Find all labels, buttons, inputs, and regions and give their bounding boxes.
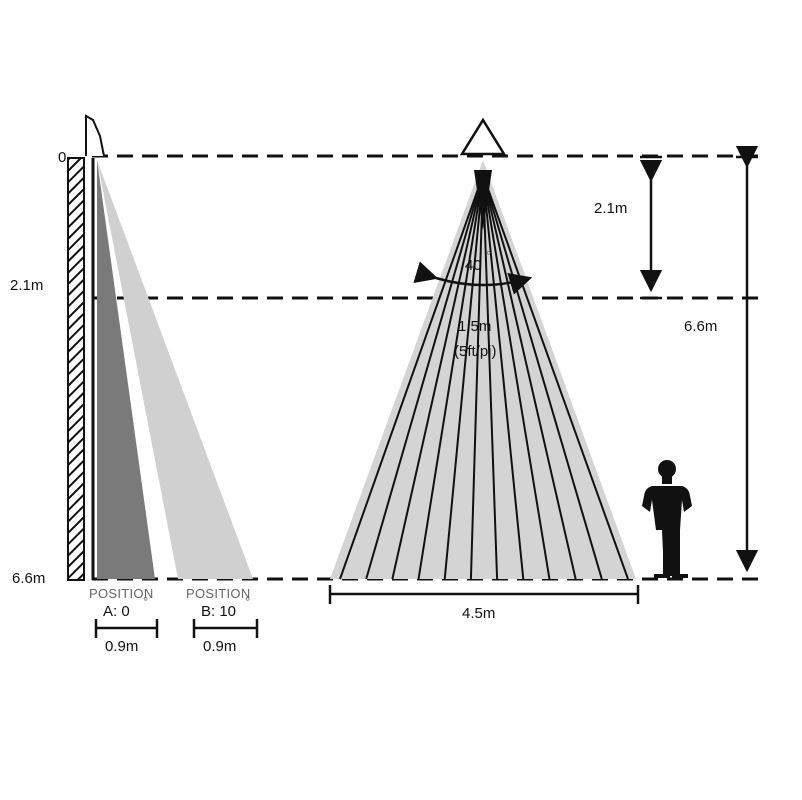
beam-line	[482, 174, 603, 580]
spacing-label: 1.5m	[458, 318, 491, 335]
position-a-label: POSITION	[89, 586, 154, 601]
beam-line	[482, 174, 525, 580]
person-silhouette-icon	[642, 460, 692, 578]
beam-line	[469, 174, 484, 580]
sensor-apex	[474, 170, 492, 230]
beam-line	[482, 174, 577, 580]
angle-arc	[413, 261, 533, 295]
beam-position-a	[97, 160, 155, 579]
height-label-mount: 2.1m	[10, 277, 43, 294]
beam-position-b	[97, 160, 253, 579]
position-b-degree: °	[245, 594, 251, 609]
beam-line	[482, 174, 629, 580]
position-b-width: 0.9m	[203, 638, 236, 655]
detection-cone	[330, 160, 636, 579]
position-b-value: B: 10	[201, 603, 236, 620]
angle-degree: °	[486, 248, 492, 263]
position-a-degree: °	[143, 594, 149, 609]
position-a-value: A: 0	[103, 603, 130, 620]
position-a-width: 0.9m	[105, 638, 138, 655]
sensor-top-icon	[459, 117, 507, 156]
height-label-floor: 6.6m	[12, 570, 45, 587]
upper-height-label: 2.1m	[594, 200, 627, 217]
beam-line	[443, 174, 484, 580]
height-label-top: 0	[58, 149, 66, 166]
beam-line	[365, 174, 484, 580]
cone-beam-lines	[339, 174, 629, 580]
beam-line	[482, 174, 499, 580]
beam-line	[339, 174, 484, 580]
wall-hatch	[67, 157, 85, 581]
total-height-label: 6.6m	[684, 318, 717, 335]
spacing-unit: (5ft/pi)	[454, 343, 497, 360]
beam-line	[417, 174, 484, 580]
floor-width-label: 4.5m	[462, 605, 495, 622]
sensor-side-icon	[85, 114, 105, 157]
angle-label: 40	[465, 257, 482, 274]
beam-line	[482, 174, 551, 580]
position-b-label: POSITION	[186, 586, 251, 601]
beam-line	[391, 174, 484, 580]
